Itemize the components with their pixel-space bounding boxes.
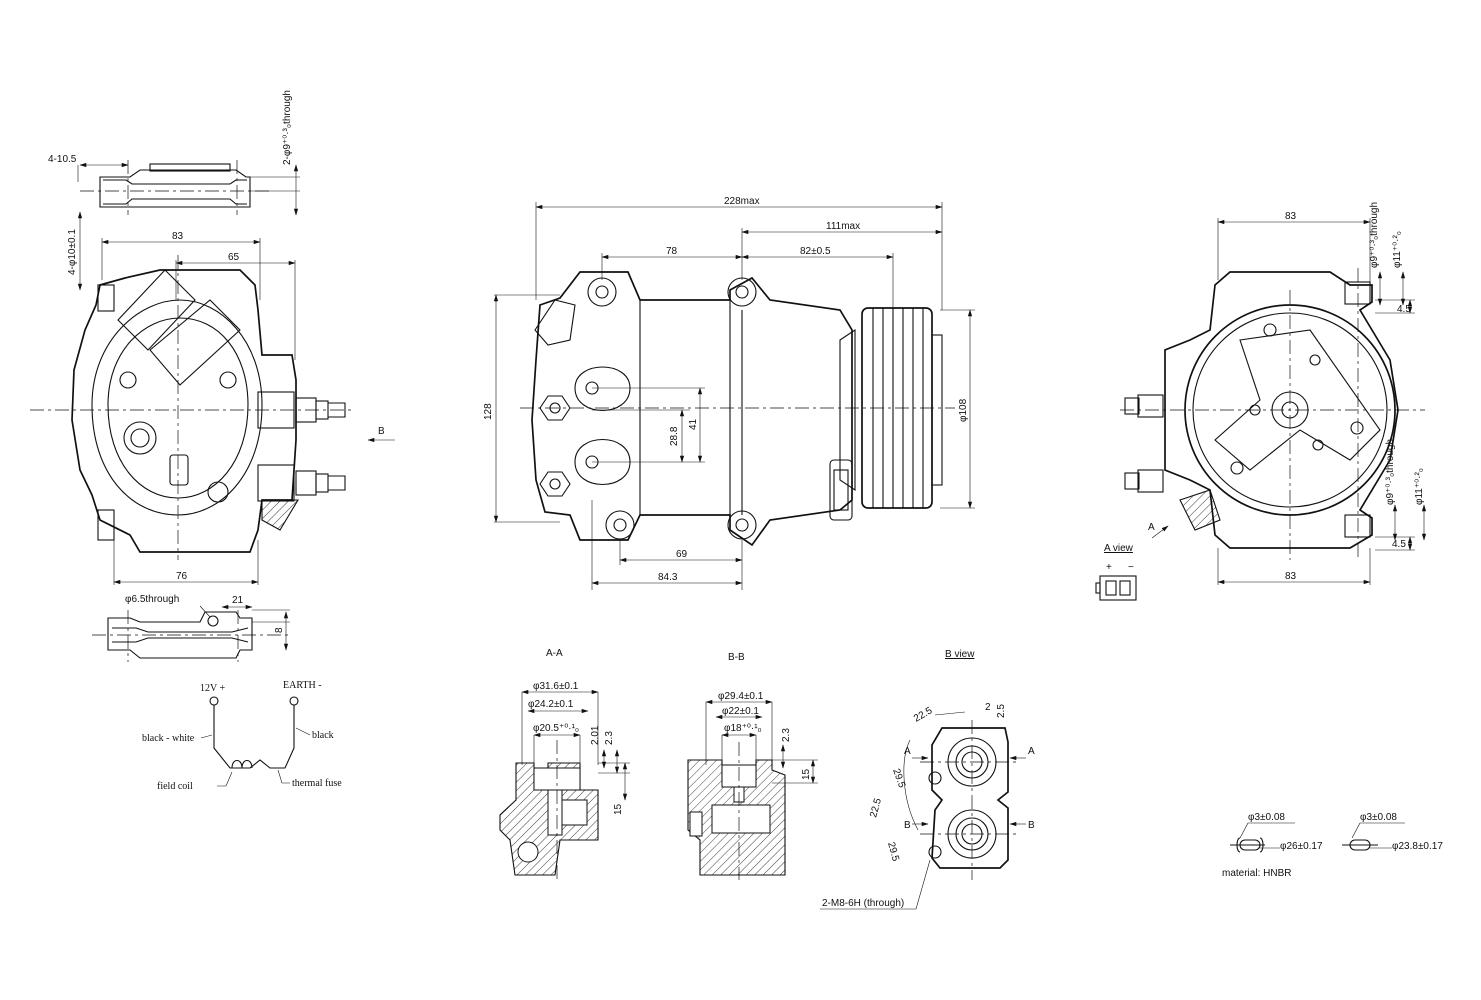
dim-4-10-5: 4-10.5 bbox=[48, 154, 77, 165]
orings: φ3±0.08 φ26±0.17 φ3±0.08 φ23.8±0.17 mate… bbox=[1222, 812, 1443, 879]
b-view-thread: 2-M8-6H (through) bbox=[822, 898, 904, 909]
wire-black-white: black - white bbox=[142, 733, 195, 744]
b-view-a3: 2.5 bbox=[996, 704, 1007, 718]
dim-108: φ108 bbox=[958, 398, 969, 422]
dim-28-8: 28.8 bbox=[669, 426, 680, 446]
compressor-front-view: 83 65 4-φ10±0.1 76 bbox=[30, 211, 395, 585]
dim-128: 128 bbox=[483, 403, 494, 420]
bracket-bottom-view: φ6.5through 21 8 bbox=[92, 594, 290, 662]
b-view-a6: 29.5 bbox=[885, 841, 901, 863]
aa-h3: 15 bbox=[613, 803, 624, 815]
wire-earth: EARTH - bbox=[283, 680, 322, 691]
dia-11-rear-top: φ11⁺⁰·²₀ bbox=[1392, 231, 1403, 268]
b-view-a1: 22.5 bbox=[912, 705, 935, 724]
wire-12v: 12V + bbox=[200, 683, 226, 694]
dim-228max: 228max bbox=[724, 196, 760, 207]
dim-83-front: 83 bbox=[172, 231, 184, 242]
dim-76-front: 76 bbox=[176, 571, 188, 582]
wire-field-coil: field coil bbox=[157, 781, 193, 792]
a-view-minus: − bbox=[1128, 562, 1134, 573]
compressor-rear-view: 83 φ9⁺⁰·³₀through φ11⁺⁰·²₀ 4.5 φ9⁺⁰·³₀th… bbox=[1120, 202, 1427, 585]
dim-65-front: 65 bbox=[228, 252, 240, 263]
dim-78: 78 bbox=[666, 246, 678, 257]
dim-4-10-front: 4-φ10±0.1 bbox=[67, 229, 78, 275]
b-view-mark-b-left: B bbox=[904, 820, 911, 831]
b-view-mark-a-right: A bbox=[1028, 746, 1035, 757]
dim-83-rear-top: 83 bbox=[1285, 211, 1297, 222]
oring2-id: φ23.8±0.17 bbox=[1392, 841, 1443, 852]
oring1-id: φ26±0.17 bbox=[1280, 841, 1323, 852]
b-view: B view 22.5 2 2.5 29.5 22.5 29.5 A A B B… bbox=[820, 649, 1035, 910]
oring-material: material: HNBR bbox=[1222, 868, 1291, 879]
wire-black: black bbox=[312, 730, 334, 741]
section-b-b: B-B φ29.4±0.1 φ22±0.1 φ18⁺⁰·¹₀ 2.3 15 bbox=[687, 652, 818, 880]
b-view-a5: 22.5 bbox=[868, 797, 884, 819]
dim-69: 69 bbox=[676, 549, 688, 560]
oring1-cs: φ3±0.08 bbox=[1248, 812, 1285, 823]
compressor-side-view: 228max 111max 78 82±0.5 bbox=[483, 196, 975, 590]
a-view-title: A view bbox=[1104, 543, 1134, 554]
wiring-diagram: 12V + EARTH - black - white black field … bbox=[142, 680, 342, 792]
b-view-title: B view bbox=[945, 649, 975, 660]
section-a-a: A-A φ31.6±0.1 φ24.2±0.1 φ20.5⁺⁰·¹₀ 2.01 … bbox=[499, 648, 630, 880]
dim-83-rear-bottom: 83 bbox=[1285, 571, 1297, 582]
section-bb-title: B-B bbox=[728, 652, 745, 663]
aa-d1: φ31.6±0.1 bbox=[533, 681, 579, 692]
hole-rear-top: φ9⁺⁰·³₀through bbox=[1369, 202, 1380, 268]
b-view-mark-b-right: B bbox=[1028, 820, 1035, 831]
dim-4-5-bottom: 4.5 bbox=[1392, 539, 1406, 550]
aa-d3: φ20.5⁺⁰·¹₀ bbox=[533, 723, 579, 734]
wire-thermal-fuse: thermal fuse bbox=[292, 778, 342, 789]
dim-21: 21 bbox=[232, 595, 244, 606]
aa-d2: φ24.2±0.1 bbox=[528, 699, 574, 710]
dim-82: 82±0.5 bbox=[800, 246, 831, 257]
a-view-plus: + bbox=[1106, 562, 1112, 573]
dim-84-3: 84.3 bbox=[658, 572, 678, 583]
dim-41: 41 bbox=[688, 418, 699, 430]
label-A-rear: A bbox=[1148, 522, 1155, 533]
bb-d2: φ22±0.1 bbox=[722, 706, 759, 717]
a-view: A view + − bbox=[1095, 543, 1137, 601]
dim-hole-spec-top: 2-φ9⁺⁰·³₀through bbox=[282, 90, 293, 165]
aa-h1: 2.01 bbox=[590, 725, 601, 745]
bb-d3: φ18⁺⁰·¹₀ bbox=[724, 723, 762, 734]
hole-rear-bottom: φ9⁺⁰·³₀through bbox=[1385, 439, 1396, 505]
dim-8: 8 bbox=[274, 627, 285, 633]
bb-h1: 2.3 bbox=[781, 728, 792, 742]
oring2-cs: φ3±0.08 bbox=[1360, 812, 1397, 823]
section-aa-title: A-A bbox=[546, 648, 563, 659]
bb-h2: 15 bbox=[801, 768, 812, 780]
aa-h2: 2.3 bbox=[604, 731, 615, 745]
b-view-mark-a-left: A bbox=[904, 746, 911, 757]
dia-11-rear-bottom: φ11⁺⁰·²₀ bbox=[1414, 468, 1425, 505]
b-view-a2: 2 bbox=[985, 702, 991, 713]
bracket-top-view: 4-10.5 2-φ9⁺⁰·³₀through bbox=[48, 90, 300, 216]
bb-d1: φ29.4±0.1 bbox=[718, 691, 764, 702]
dim-4-5-top: 4.5 bbox=[1397, 304, 1411, 315]
dim-hole-bottom: φ6.5through bbox=[125, 594, 179, 605]
dim-111max: 111max bbox=[826, 221, 860, 232]
label-B-arrow: B bbox=[378, 426, 385, 437]
